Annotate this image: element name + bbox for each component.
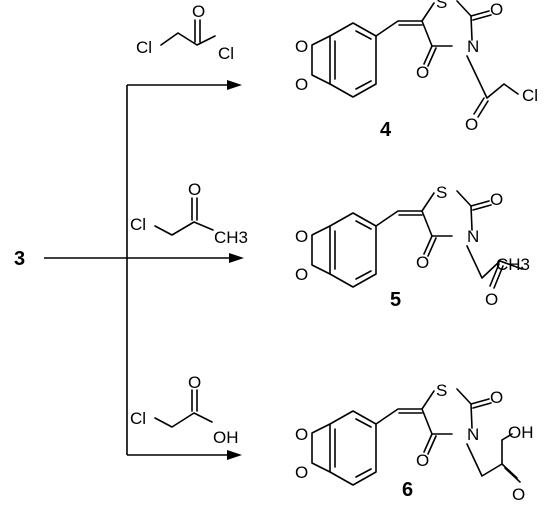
reagent3-oh: OH [213, 428, 239, 447]
reagent1-cl-left: Cl [136, 38, 152, 57]
product-5-label: 5 [390, 289, 401, 311]
p6-oh: OH [508, 423, 534, 442]
p5-ketone-o: O [485, 290, 498, 309]
reagent2-cl: Cl [130, 215, 146, 234]
p5-c4-o: O [416, 253, 429, 272]
reagent2-ch3: CH3 [214, 228, 248, 247]
lower-arrow-head [227, 450, 242, 460]
p4-acyl-o: O [465, 115, 478, 134]
product-4: O O S N O O O Cl 4 [295, 0, 538, 141]
p4-dioxole-o-top: O [295, 37, 308, 56]
product-5: O O S N O O O CH3 5 [295, 183, 530, 311]
p6-c2-o: O [490, 388, 503, 407]
p6-ring-s: S [436, 381, 447, 400]
product-6: O O S N O O O OH 6 [295, 381, 534, 504]
reagent2-carbonyl-o: O [188, 180, 201, 199]
upper-arrow-head [227, 80, 242, 90]
reagent3-cl: Cl [130, 409, 146, 428]
reagent3-carbonyl-o: O [188, 373, 201, 392]
p4-cl: Cl [522, 86, 538, 105]
reaction-arrows [44, 80, 244, 460]
p5-dioxole-o-bottom: O [295, 265, 308, 284]
reagent-chloroacetone: Cl O CH3 [130, 180, 248, 247]
p4-c2-o: O [490, 0, 503, 19]
reagent-chloroacetic-acid: Cl O OH [130, 373, 239, 447]
p5-c2-o: O [490, 190, 503, 209]
reagent1-carbonyl-o: O [192, 2, 205, 21]
p5-ring-s: S [436, 183, 447, 202]
p5-dioxole-o-top: O [295, 227, 308, 246]
p6-dioxole-o-bottom: O [295, 463, 308, 482]
p5-ch3: CH3 [496, 255, 530, 274]
product-6-label: 6 [402, 479, 413, 501]
reagent1-cl-right: Cl [218, 44, 234, 63]
p4-ring-s: S [436, 0, 447, 12]
p4-c4-o: O [416, 63, 429, 82]
p6-c4-o: O [416, 451, 429, 470]
main-arrow-head [229, 253, 244, 263]
reagent-chloroacetyl-chloride: Cl O Cl [136, 2, 234, 63]
start-compound-label: 3 [14, 248, 25, 270]
p6-ring-n: N [467, 425, 479, 444]
p4-dioxole-o-bottom: O [295, 75, 308, 94]
product-4-label: 4 [380, 119, 392, 141]
p6-dioxole-o-top: O [295, 425, 308, 444]
p5-ring-n: N [467, 227, 479, 246]
p4-ring-n: N [467, 37, 479, 56]
p6-acid-o: O [512, 485, 525, 504]
